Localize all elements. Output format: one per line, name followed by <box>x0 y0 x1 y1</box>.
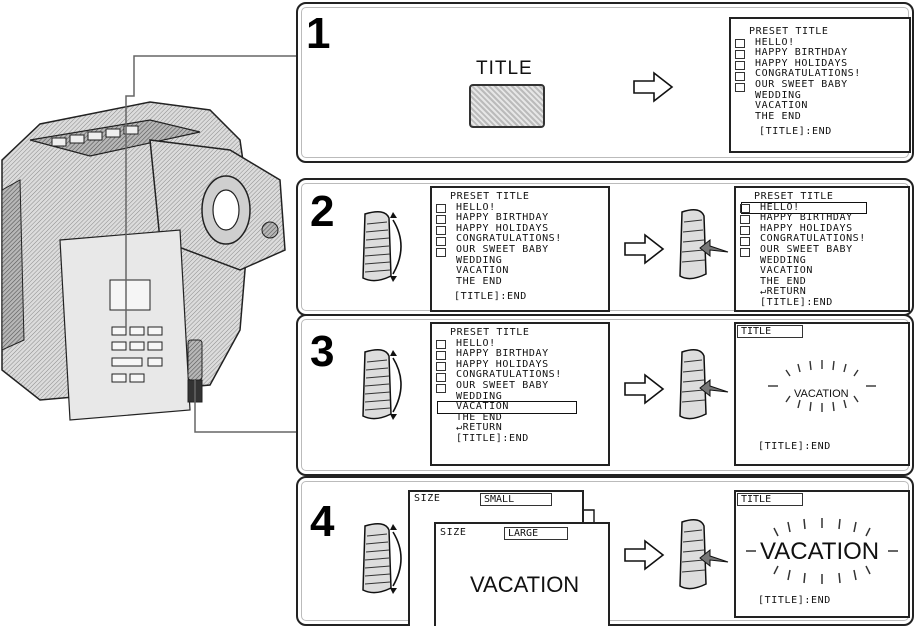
menu-item: HELLO! <box>456 337 496 349</box>
title-footer: [TITLE]:END <box>758 441 831 452</box>
menu-footer: [TITLE]:END <box>759 125 832 137</box>
control-dial-rotate-icon <box>362 349 402 420</box>
step-number-2: 2 <box>310 187 335 236</box>
step-number-4: 4 <box>310 497 335 546</box>
menu-footer: [TITLE]:END <box>454 290 527 302</box>
menu-icons <box>436 340 448 395</box>
menu-item: THE END <box>760 275 807 287</box>
menu-return: ↵RETURN <box>760 286 807 298</box>
menu-item-selected: HELLO! <box>741 201 867 215</box>
menu-item: HAPPY BIRTHDAY <box>760 212 853 224</box>
menu-icons <box>436 204 448 259</box>
title-footer: [TITLE]:END <box>758 595 831 606</box>
title-button[interactable] <box>469 84 545 128</box>
menu-item: HAPPY BIRTHDAY <box>456 212 549 224</box>
menu-footer: [TITLE]:END <box>456 432 529 444</box>
menu-item: CONGRATULATIONS! <box>755 68 861 80</box>
menu-return: ↵RETURN <box>456 422 503 434</box>
right-arrow-icon <box>633 71 674 103</box>
screen-3a-menu: PRESET TITLE HELLO! HAPPY BIRTHDAY HAPPY… <box>430 322 610 466</box>
size-value-large: LARGE <box>504 527 568 540</box>
menu-item-selected: VACATION <box>437 401 577 414</box>
menu-item: THE END <box>755 110 802 122</box>
menu-item: WEDDING <box>760 254 807 266</box>
right-arrow-icon <box>624 539 665 571</box>
menu-item: CONGRATULATIONS! <box>456 233 562 245</box>
title-button-label: TITLE <box>476 58 533 79</box>
menu-item: HELLO! <box>456 201 496 213</box>
title-text-blinking: VACATION <box>760 538 880 565</box>
screen-1-menu: PRESET TITLE HELLO! HAPPY BIRTHDAY HAPPY… <box>729 17 911 153</box>
control-dial-press-icon <box>679 519 729 590</box>
size-value-small: SMALL <box>480 493 552 506</box>
control-dial-rotate-icon <box>362 523 402 594</box>
step-number-3: 3 <box>310 327 335 376</box>
title-tag: TITLE <box>737 325 803 338</box>
control-dial-rotate-icon <box>362 211 402 282</box>
screen-4b-size-large: SIZE LARGE VACATION <box>434 522 610 626</box>
blink-rays-icon <box>746 518 898 584</box>
step-number-1: 1 <box>306 9 331 58</box>
right-arrow-icon <box>624 233 665 265</box>
screen-2a-menu: PRESET TITLE HELLO! HAPPY BIRTHDAY HAPPY… <box>430 186 610 312</box>
menu-item: WEDDING <box>755 89 802 101</box>
title-text-small: VACATION <box>794 388 849 400</box>
menu-item: WEDDING <box>456 254 503 266</box>
menu-item: CONGRATULATIONS! <box>760 233 866 245</box>
menu-item: VACATION <box>755 100 808 112</box>
menu-item: OUR SWEET BABY <box>760 243 853 255</box>
menu-item: CONGRATULATIONS! <box>456 369 562 381</box>
size-label: SIZE <box>414 493 441 504</box>
menu-item: OUR SWEET BABY <box>456 379 549 391</box>
menu-item: HAPPY HOLIDAYS <box>760 222 853 234</box>
screen-2b-menu: PRESET TITLE HELLO! HAPPY BIRTHDAY HAPPY… <box>734 186 910 312</box>
control-dial-press-icon <box>679 209 729 280</box>
menu-icons <box>740 204 752 259</box>
right-arrow-icon <box>624 373 665 405</box>
menu-header: PRESET TITLE <box>450 191 530 202</box>
menu-item: OUR SWEET BABY <box>456 243 549 255</box>
blink-rays-icon <box>768 360 876 412</box>
camcorder-illustration <box>1 55 298 433</box>
menu-item: HELLO! <box>755 36 795 48</box>
screen-4c-title-large: TITLE VACATION [TITLE]:END <box>734 490 910 618</box>
menu-item: VACATION <box>456 265 509 277</box>
menu-item: OUR SWEET BABY <box>755 78 848 90</box>
menu-header: PRESET TITLE <box>749 26 829 37</box>
control-dial-press-icon <box>679 349 729 420</box>
title-text-large: VACATION <box>470 572 580 597</box>
menu-item: VACATION <box>760 265 813 277</box>
menu-item: WEDDING <box>456 390 503 402</box>
menu-item: THE END <box>456 411 503 423</box>
menu-item: THE END <box>456 275 503 287</box>
menu-icons <box>735 39 747 94</box>
menu-header: PRESET TITLE <box>450 327 530 338</box>
menu-item: HAPPY HOLIDAYS <box>456 358 549 370</box>
menu-header: PRESET TITLE <box>754 191 834 202</box>
menu-footer: [TITLE]:END <box>760 296 833 308</box>
menu-item: HAPPY HOLIDAYS <box>755 57 848 69</box>
menu-item: HAPPY BIRTHDAY <box>755 47 848 59</box>
screen-3b-title-preview: TITLE VACATION [TITLE]:END <box>734 322 910 466</box>
menu-item: HAPPY BIRTHDAY <box>456 348 549 360</box>
menu-item: HAPPY HOLIDAYS <box>456 222 549 234</box>
size-label: SIZE <box>440 527 467 538</box>
title-tag: TITLE <box>737 493 803 506</box>
